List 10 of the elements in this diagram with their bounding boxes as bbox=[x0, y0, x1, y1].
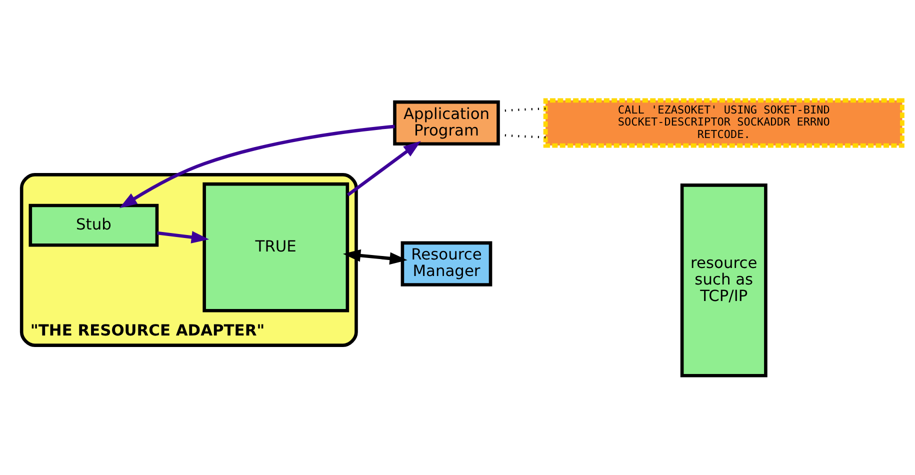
node-box: CALL 'EZASOKET' USING SOKET-BIND SOCKET-DESCRIPTOR SOCKADDR ERRNO RETCODE. bbox=[543, 98, 904, 148]
arrow bbox=[342, 248, 408, 264]
node-box: Stub bbox=[28, 203, 159, 246]
arrow bbox=[119, 124, 395, 208]
node-box: Resource Manager bbox=[400, 240, 492, 286]
arrow bbox=[346, 140, 421, 196]
node-box: Application Program bbox=[393, 100, 500, 146]
node-box: resource such as TCP/IP bbox=[680, 183, 768, 377]
node-box: TRUE bbox=[202, 182, 350, 312]
arrow bbox=[157, 230, 210, 243]
